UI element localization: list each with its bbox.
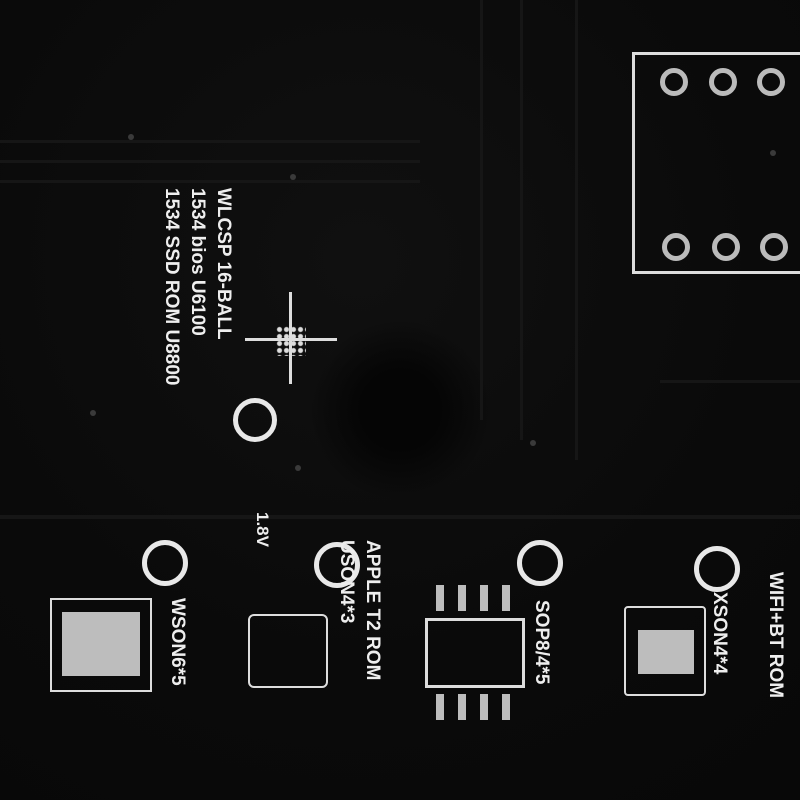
sop-pin [502, 694, 510, 720]
via [295, 465, 301, 471]
sop-pin [458, 585, 466, 611]
via [290, 174, 296, 180]
wson-label: WSON6*5 [167, 598, 188, 686]
pin-hole [662, 233, 690, 261]
test-pad-ring [233, 398, 277, 442]
trace [0, 515, 800, 519]
sop8-footprint [425, 618, 525, 688]
pin-hole [757, 68, 785, 96]
trace [0, 140, 420, 143]
trace [660, 380, 800, 383]
trace [0, 180, 420, 183]
test-pad-ring [694, 546, 740, 592]
sop-label: SOP8/4*5 [531, 600, 552, 685]
sop-pin [458, 694, 466, 720]
via [128, 134, 134, 140]
apple-label: APPLE T2 ROM USON4*3 [333, 540, 385, 680]
trace [0, 160, 420, 163]
trace [520, 0, 523, 440]
sop-pin [480, 585, 488, 611]
voltage-label: 1.8V [253, 512, 272, 547]
apple-label-line: USON4*3 [336, 540, 357, 624]
apple-label-line: APPLE T2 ROM [362, 540, 383, 681]
sop-pin [436, 585, 444, 611]
uson-footprint [248, 614, 328, 688]
via [90, 410, 96, 416]
pin-hole [712, 233, 740, 261]
xson-footprint [624, 606, 706, 696]
wifi-label: WIFI+BT ROM [765, 572, 786, 699]
wson-thermal-pad [62, 612, 140, 676]
trace [575, 0, 578, 460]
sop-pin [436, 694, 444, 720]
xson-thermal-pad [638, 630, 694, 674]
bga-ball-array [276, 326, 306, 356]
wlcsp-label-line: WLCSP 16-BALL [213, 188, 234, 340]
sop-pin [480, 694, 488, 720]
via [530, 440, 536, 446]
sop8-socket-outline [632, 52, 800, 274]
via [770, 150, 776, 156]
test-pad-ring [517, 540, 563, 586]
test-pad-ring [314, 542, 360, 588]
pin-hole [709, 68, 737, 96]
test-pad-ring [142, 540, 188, 586]
wlcsp-label-line: 1534 SSD ROM U8800 [161, 188, 182, 386]
sop-pin [502, 585, 510, 611]
pin-hole [760, 233, 788, 261]
pin-hole [660, 68, 688, 96]
xson-label: XSON4*4 [709, 592, 730, 675]
wson-footprint [50, 598, 152, 692]
trace [480, 0, 483, 420]
wlcsp-label: WLCSP 16-BALL 1534 bios U6100 1534 SSD R… [158, 188, 236, 386]
wlcsp-label-line: 1534 bios U6100 [187, 188, 208, 336]
